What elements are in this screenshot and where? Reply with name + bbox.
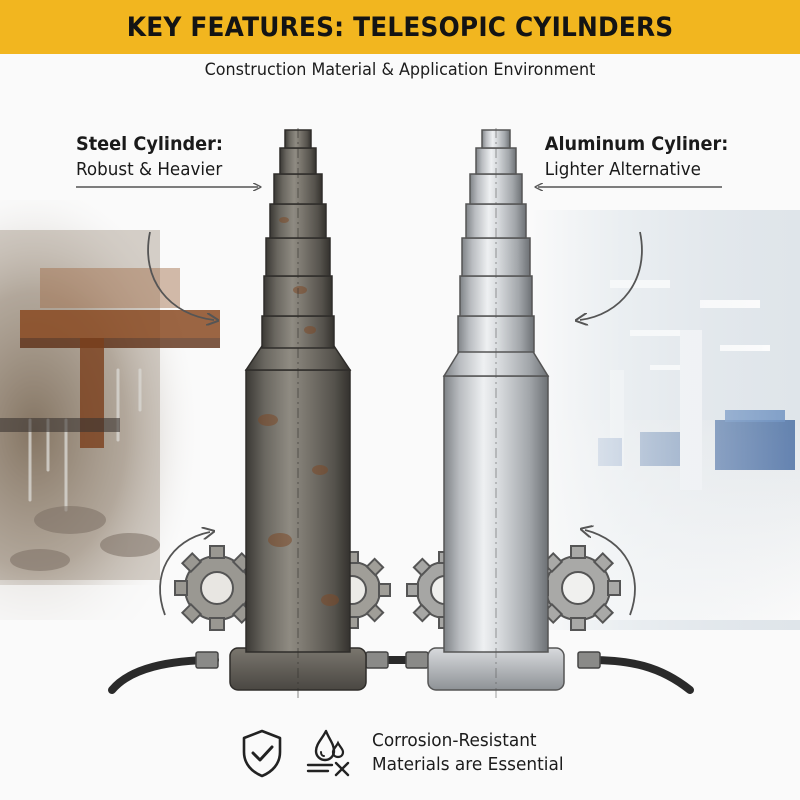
steel-cylinder-label: Steel Cylinder: Robust & Heavier: [76, 133, 223, 180]
rusty-environment-background: [0, 200, 300, 645]
corrosion-icon: [306, 729, 350, 777]
aluminum-cylinder-label: Aluminum Cyliner: Lighter Alternative: [545, 133, 728, 180]
footer-line-1: Corrosion-Resistant: [372, 730, 537, 751]
footer-line-2: Materials are Essential: [372, 754, 564, 775]
curved-arrow-icon: [159, 532, 210, 616]
factory-environment-background: [530, 210, 800, 630]
curved-arrow-icon: [580, 231, 643, 320]
steel-cylinder-title: Steel Cylinder:: [76, 133, 223, 155]
gear-icon: [535, 545, 621, 631]
steel-cylinder-subtitle: Robust & Heavier: [76, 159, 223, 180]
curved-arrow-icon: [585, 530, 636, 616]
aluminum-cylinder-title: Aluminum Cyliner:: [544, 133, 728, 155]
shield-check-icon: [242, 729, 282, 778]
page-subtitle: Construction Material & Application Envi…: [204, 60, 596, 80]
footer-text: Corrosion-Resistant Materials are Essent…: [372, 729, 564, 777]
aluminum-cylinder-subtitle: Lighter Alternative: [544, 159, 701, 180]
title-banner: KEY FEATURES: TELESOPIC CYILNDERS: [0, 0, 800, 54]
steel-cylinder: [229, 128, 367, 700]
page-title: KEY FEATURES: TELESOPIC CYILNDERS: [126, 11, 674, 43]
aluminum-cylinder: [427, 128, 565, 700]
curved-arrow-icon: [147, 231, 214, 320]
footer-note: Corrosion-Resistant Materials are Essent…: [236, 723, 576, 783]
